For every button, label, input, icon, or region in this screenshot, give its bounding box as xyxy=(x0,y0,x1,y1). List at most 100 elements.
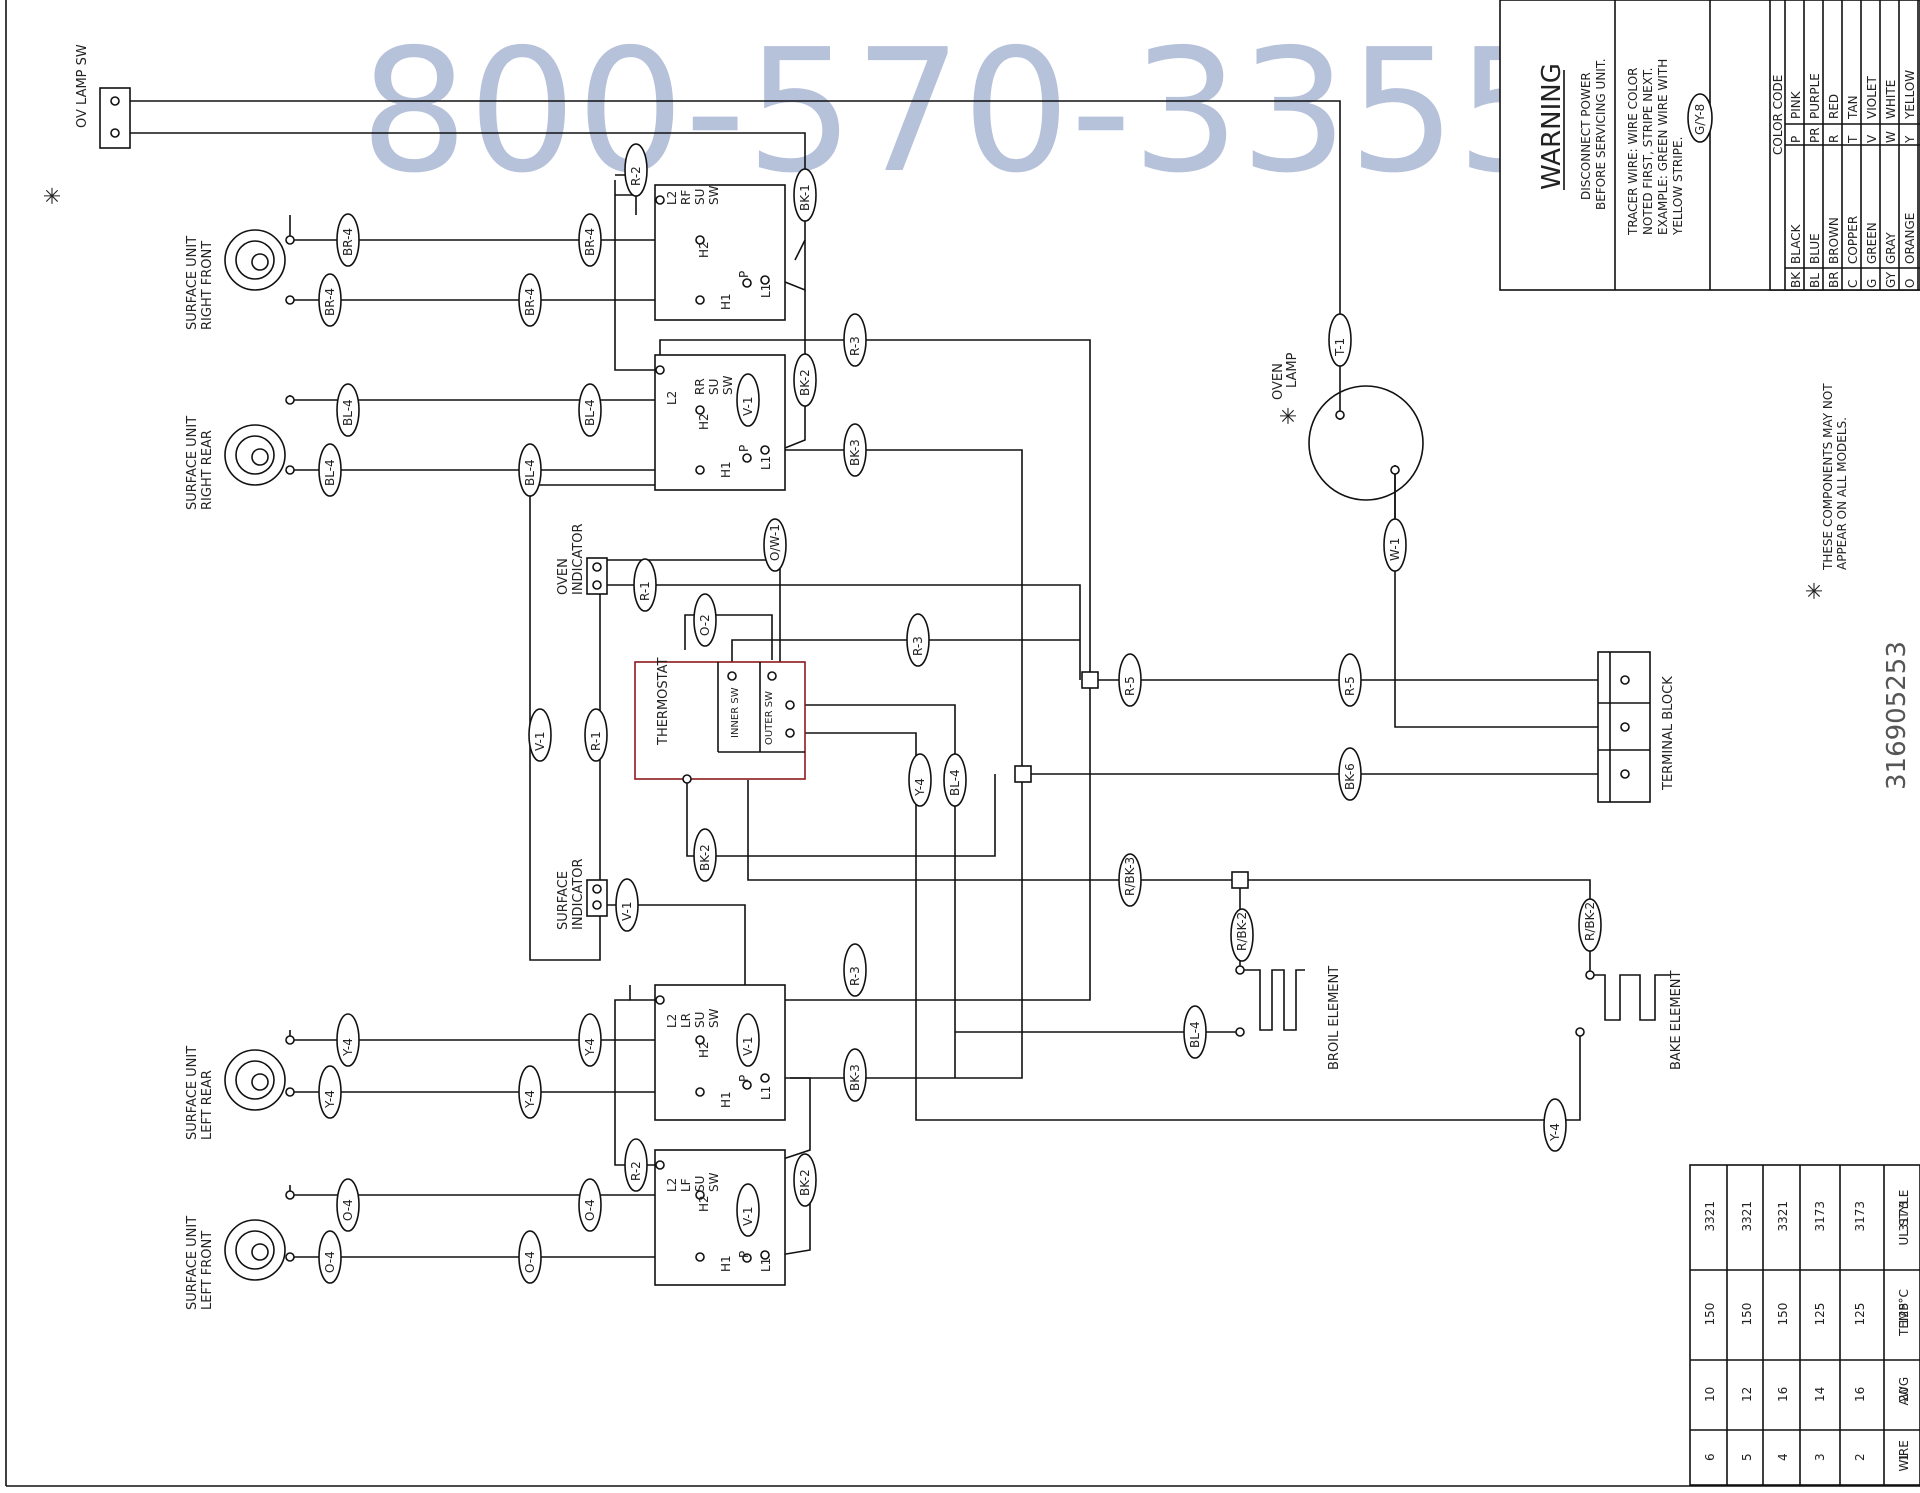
lr-su-switch: L2 LR SU SW H2 H1 P L1 xyxy=(654,984,786,1121)
wire-tag-lf-bot-b: O-4 xyxy=(518,1230,542,1284)
wire-tag-lf-top-b: O-4 xyxy=(578,1178,602,1232)
wire-table-cell: 3173 xyxy=(1813,1201,1827,1232)
wire-tag-r5-a: R-5 xyxy=(1118,653,1142,707)
wire-tag-label: BK-1 xyxy=(798,184,812,211)
wire-table-cell: 150 xyxy=(1703,1303,1717,1326)
wire-tag-rf-top-b: BR-4 xyxy=(578,213,602,267)
wire-tag-label: V-1 xyxy=(741,1207,755,1226)
svg-text:P: P xyxy=(737,1251,751,1258)
wire-tag-rr-bot-b: BL-4 xyxy=(518,443,542,497)
svg-text:RIGHT REAR: RIGHT REAR xyxy=(200,430,215,510)
svg-text:SURFACE UNIT: SURFACE UNIT xyxy=(185,416,200,510)
wire-tag-label: BK-2 xyxy=(798,1169,812,1196)
wire-tag-label: Y-4 xyxy=(1548,1123,1562,1142)
svg-text:THERMOSTAT: THERMOSTAT xyxy=(656,658,671,746)
wire-tag-label: R-3 xyxy=(911,636,925,656)
wire-tag-o2: O-2 xyxy=(693,593,717,647)
svg-text:LAMP: LAMP xyxy=(1285,352,1300,388)
svg-text:SW: SW xyxy=(707,185,721,205)
rf-su-switch: L2 RF SU SW H2 H1 P L1 xyxy=(654,184,786,321)
junction-r5 xyxy=(1081,671,1099,689)
color-code-name: BROWN xyxy=(1827,217,1841,264)
wire-tag-bk3-low: BK-3 xyxy=(843,1048,867,1102)
svg-text:H2: H2 xyxy=(697,1195,711,1212)
color-code-name: YELLOW xyxy=(1903,70,1917,120)
wire-tag-label: R-3 xyxy=(848,966,862,986)
surface-unit-right-front: SURFACE UNIT RIGHT FRONT xyxy=(185,229,295,330)
wire-table-cell: 3321 xyxy=(1740,1201,1754,1232)
svg-text:L1: L1 xyxy=(759,1086,773,1100)
asterisk-icon: ✳ xyxy=(1277,407,1302,425)
svg-text:P: P xyxy=(737,271,751,278)
svg-text:L2: L2 xyxy=(665,1014,679,1028)
wire-tag-rr-top-b: BL-4 xyxy=(578,383,602,437)
rr-su-switch: L2 RR SU SW H2 H1 P L1 xyxy=(654,354,786,491)
wire-tag-v1-si: V-1 xyxy=(615,878,639,932)
wire-tag-label: V-1 xyxy=(533,732,547,751)
ov-lamp-sw-label: OV LAMP SW xyxy=(75,44,90,128)
svg-text:SW: SW xyxy=(721,375,735,395)
svg-text:L1: L1 xyxy=(759,456,773,470)
svg-text:P: P xyxy=(737,445,751,452)
surface-unit-left-rear: SURFACE UNIT LEFT REAR xyxy=(185,1035,295,1140)
models-note: ✳ THESE COMPONENTS MAY NOT APPEAR ON ALL… xyxy=(1803,383,1849,600)
junction-bk6 xyxy=(1014,765,1032,783)
wire-table-cell: 2 xyxy=(1853,1453,1867,1461)
wire-table-cell: 1 xyxy=(1897,1453,1911,1461)
wire-table-cell: 16 xyxy=(1776,1387,1790,1402)
svg-text:RR: RR xyxy=(693,378,707,395)
wire-tag-lr-top-b: Y-4 xyxy=(578,1013,602,1067)
wire-tag-v1-lr: V-1 xyxy=(736,1013,760,1067)
wire-table-cell: 12 xyxy=(1740,1387,1754,1402)
color-code-abbr: W xyxy=(1884,131,1898,143)
wire-tag-label: O-4 xyxy=(323,1251,337,1273)
wire-tag-label: W-1 xyxy=(1388,538,1402,561)
svg-text:BEFORE SERVICING UNIT.: BEFORE SERVICING UNIT. xyxy=(1594,58,1608,210)
svg-text:H1: H1 xyxy=(719,461,733,478)
wire-tag-v1-left: V-1 xyxy=(528,708,552,762)
watermark-phone: 800-570-3355 xyxy=(360,13,1564,211)
svg-text:SW: SW xyxy=(707,1172,721,1192)
svg-text:H2: H2 xyxy=(697,1041,711,1058)
wire-tag-rf-top-a: BR-4 xyxy=(336,213,360,267)
wire-tag-label: BK-3 xyxy=(848,1064,862,1091)
svg-text:SU: SU xyxy=(707,379,721,395)
svg-text:OUTER SW: OUTER SW xyxy=(764,691,775,745)
terminal-block: TERMINAL BLOCK xyxy=(1597,651,1676,803)
wire-tag-label: BL-4 xyxy=(523,459,537,486)
svg-text:L1: L1 xyxy=(759,1258,773,1272)
svg-text:OVEN: OVEN xyxy=(556,558,571,595)
wire-tag-rbk2-b: R/BK-2 xyxy=(1578,898,1602,952)
wire-tag-bk2-th: BK-2 xyxy=(693,828,717,882)
color-code-abbr: R xyxy=(1827,135,1841,143)
wire-table-header: TEMP°C xyxy=(1897,1289,1911,1337)
svg-text:SU: SU xyxy=(693,1012,707,1028)
wire-tag-label: BK-3 xyxy=(848,439,862,466)
wire-table-cell: 4 xyxy=(1776,1453,1790,1461)
wire-tag-label: V-1 xyxy=(741,1037,755,1056)
svg-text:P: P xyxy=(737,1075,751,1082)
wire-tag-r5-b: R-5 xyxy=(1338,653,1362,707)
svg-text:INDICATOR: INDICATOR xyxy=(571,858,586,930)
svg-text:INNER SW: INNER SW xyxy=(730,687,741,738)
wire-tag-y4-bake: Y-4 xyxy=(1543,1098,1567,1152)
part-number: 316905253 xyxy=(1882,641,1912,790)
wire-tag-label: O-4 xyxy=(341,1199,355,1221)
svg-text:LEFT FRONT: LEFT FRONT xyxy=(200,1231,215,1310)
wire-tag-r2-top: R-2 xyxy=(624,143,648,197)
wire-table-cell: 150 xyxy=(1776,1303,1790,1326)
svg-text:SURFACE UNIT: SURFACE UNIT xyxy=(185,1046,200,1140)
svg-text:G/Y-8: G/Y-8 xyxy=(1693,104,1707,135)
svg-text:H1: H1 xyxy=(719,1255,733,1272)
oven-lamp: OVEN LAMP ✳ xyxy=(1271,352,1424,501)
svg-text:SW: SW xyxy=(707,1008,721,1028)
color-code-name: TAN xyxy=(1846,95,1860,120)
wire-tag-t1: T-1 xyxy=(1328,313,1352,367)
wire-tag-label: Y-4 xyxy=(323,1090,337,1109)
lf-su-switch: L2 LF SU SW H2 H1 P L1 xyxy=(654,1149,786,1286)
